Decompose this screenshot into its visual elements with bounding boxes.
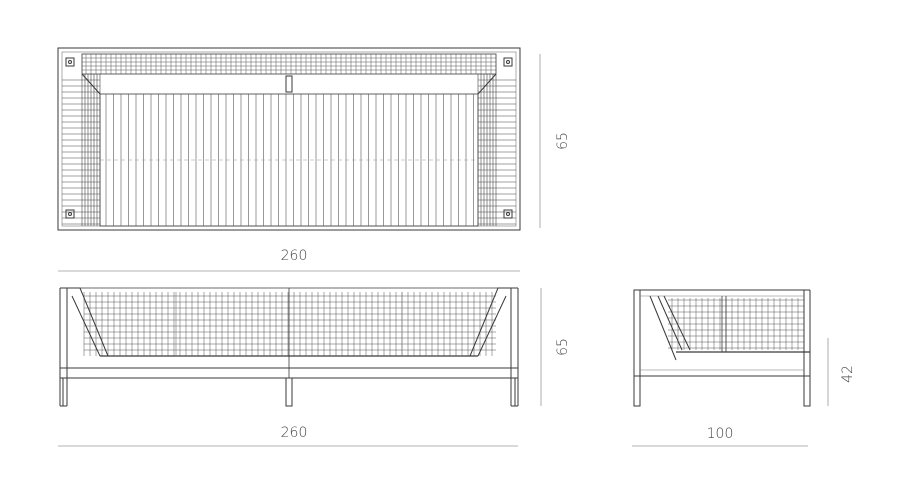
top-view-dimensions <box>58 54 541 272</box>
front-leg-center <box>285 378 293 407</box>
top-width-label: 260 <box>281 248 308 264</box>
side-depth-label: 100 <box>707 426 734 442</box>
side-backrest <box>649 295 691 361</box>
top-view <box>57 47 521 231</box>
front-back-weave <box>83 292 496 356</box>
top-outer-frame <box>57 47 521 231</box>
screw-icon <box>65 57 75 67</box>
side-front-leg <box>803 290 811 407</box>
front-view <box>59 287 519 407</box>
front-width-label: 260 <box>281 425 308 441</box>
screw-icon <box>506 212 510 216</box>
front-height-label: 65 <box>555 338 571 356</box>
screw-icon <box>506 60 510 64</box>
top-inner-frame <box>61 51 517 227</box>
top-corner-diagonal-left <box>81 73 101 95</box>
front-left-arm <box>59 287 109 406</box>
side-back-frame <box>633 289 641 407</box>
top-left-arm <box>62 74 101 226</box>
side-view-dimensions <box>632 338 829 447</box>
screw-icon <box>503 57 513 67</box>
top-back-weave <box>82 54 496 74</box>
side-view <box>633 289 811 407</box>
top-right-arm <box>477 74 516 226</box>
front-view-dimensions <box>58 288 542 447</box>
top-back-band <box>81 53 497 75</box>
screw-icon <box>68 60 72 64</box>
top-center-joint <box>285 75 293 93</box>
side-seat-height-label: 42 <box>840 365 856 383</box>
front-leg-left <box>60 378 67 407</box>
screw-icon <box>503 209 513 219</box>
side-weave <box>668 298 804 350</box>
screw-icon <box>65 209 75 219</box>
top-corner-diagonal-right <box>477 73 497 95</box>
screw-icon <box>68 212 72 216</box>
top-depth-label: 65 <box>555 132 571 150</box>
front-leg-right <box>511 378 518 407</box>
front-right-arm <box>469 287 519 406</box>
